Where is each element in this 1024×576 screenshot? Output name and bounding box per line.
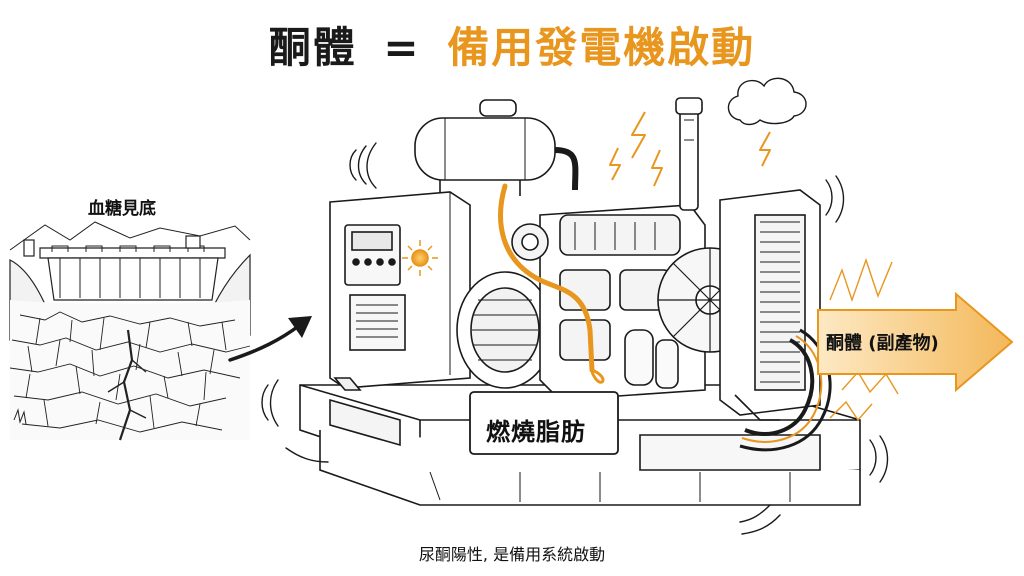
cracked-ground [9,311,251,441]
fuel-label-plate [469,391,619,455]
fuel-label: 燃燒脂肪 [486,418,586,446]
output-arrow-label: 酮體 (副產物) [826,333,939,354]
exhaust-stack [675,97,703,211]
control-panel [329,191,471,391]
title-meaning: 備用發電機啟動 [447,23,756,72]
fuel-tank [414,99,579,196]
caption: 尿酮陽性, 是備用系統啟動 [418,545,606,564]
output-hoses [744,338,815,436]
flow-arrow [228,316,312,362]
dry-reservoir-scene [9,221,251,441]
backup-generator [299,97,861,506]
energy-zigzags [829,257,899,422]
vibration-lines [261,142,889,535]
radiator [719,189,821,421]
dam [23,235,226,301]
title-equals: = [383,23,421,72]
output-arrow [817,291,1014,393]
alternator [456,271,554,389]
fuel-line [498,183,595,373]
exhaust-cloud [727,77,807,126]
dry-reservoir-label: 血糖見底 [88,199,156,219]
spark-icons [609,111,771,187]
title-subject: 酮體 [268,23,357,72]
page-title: 酮體 = 備用發電機啟動 [0,14,1024,75]
